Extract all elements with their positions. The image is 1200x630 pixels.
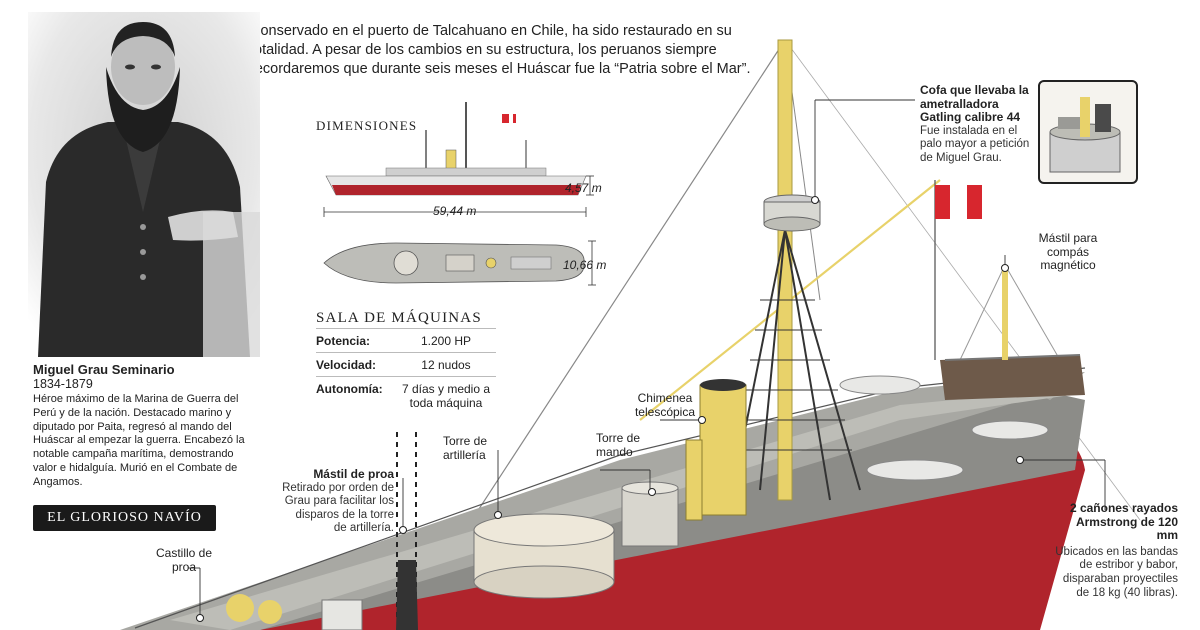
grau-name: Miguel Grau Seminario	[33, 362, 175, 377]
callout-mastil-proa-desc: Retirado por orden de Grau para facilita…	[282, 481, 394, 535]
callout-mastil-proa: Mástil de proa Retirado por orden de Gra…	[282, 467, 394, 536]
section-label: EL GLORIOSO NAVÍO	[33, 505, 216, 531]
callout-chimenea-title: Chimenea telescópica	[634, 391, 696, 419]
callout-cofa: Cofa que llevaba la ametralladora Gatlin…	[920, 83, 1030, 166]
callout-canones-title: 2 cañones rayados Armstrong de 120 mm	[1069, 501, 1178, 543]
callout-cofa-desc: Fue instalada en el palo mayor a petició…	[920, 124, 1030, 164]
spec-value: 12 nudos	[421, 358, 471, 372]
callout-castillo: Castillo de proa	[148, 546, 220, 574]
callout-mastil-compas: Mástil para compás magnético	[1032, 231, 1104, 273]
spec-row-velocidad: Velocidad: 12 nudos	[316, 352, 496, 376]
spec-label: Autonomía:	[316, 382, 383, 396]
spec-label: Velocidad:	[316, 358, 377, 372]
callout-torre-artilleria: Torre de artillería	[443, 434, 503, 462]
intro-text: Conservado en el puerto de Talcahuano en…	[250, 23, 751, 77]
grau-portrait	[28, 12, 260, 357]
callout-cofa-title: Cofa que llevaba la ametralladora Gatlin…	[920, 83, 1029, 125]
ship-side-profile	[323, 102, 594, 217]
spec-row-potencia: Potencia: 1.200 HP	[316, 328, 496, 352]
dimension-length: 59,44 m	[433, 204, 477, 218]
callout-torre-mando: Torre de mando	[596, 431, 651, 459]
dimension-beam: 10,66 m	[563, 258, 607, 272]
spec-row-autonomia: Autonomía: 7 días y medio a toda máquina	[316, 376, 496, 414]
engine-room-specs: Potencia: 1.200 HP Velocidad: 12 nudos A…	[316, 328, 496, 414]
callout-canones-desc: Ubicados en las bandas de estribor y bab…	[1055, 545, 1178, 599]
callout-torre-mando-title: Torre de mando	[596, 431, 641, 459]
spec-value: 7 días y medio a toda máquina	[401, 382, 491, 410]
engine-room-title: SALA DE MÁQUINAS	[316, 310, 482, 326]
callout-mastil-proa-title: Mástil de proa	[313, 467, 394, 481]
spec-value: 1.200 HP	[420, 334, 472, 348]
cofa-inset-image	[1038, 80, 1138, 184]
ship-top-view	[323, 240, 596, 286]
callout-mastil-compas-title: Mástil para compás magnético	[1038, 231, 1098, 273]
spec-label: Potencia:	[316, 334, 371, 348]
callout-canones: 2 cañones rayados Armstrong de 120 mm Ub…	[1054, 501, 1178, 600]
callout-castillo-title: Castillo de proa	[155, 546, 213, 574]
callout-chimenea: Chimenea telescópica	[630, 391, 700, 419]
callout-torre-artilleria-title: Torre de artillería	[443, 434, 488, 462]
dimensions-title: DIMENSIONES	[316, 118, 418, 133]
grau-years: 1834-1879	[33, 377, 93, 391]
dimension-height: 4,57 m	[565, 181, 602, 195]
grau-bio: Héroe máximo de la Marina de Guerra del …	[33, 393, 245, 488]
